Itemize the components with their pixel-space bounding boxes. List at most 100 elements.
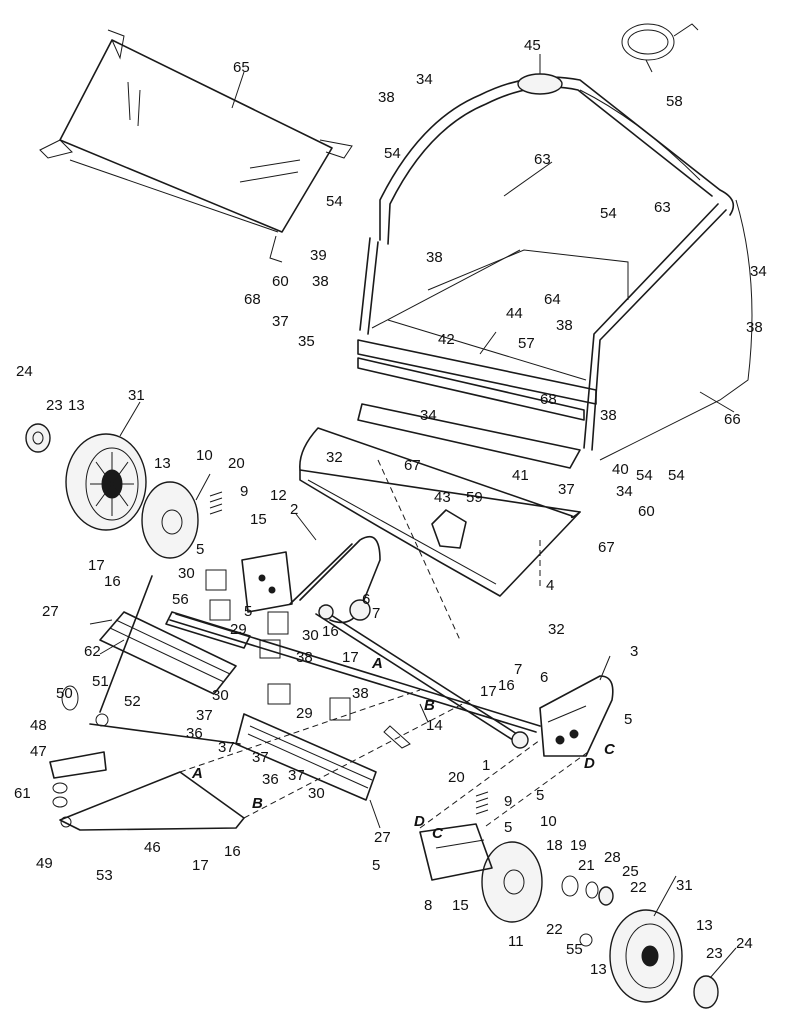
guide-plate-43	[431, 509, 467, 549]
label-17a: 17	[88, 557, 105, 574]
label-13d: 13	[696, 917, 713, 934]
label-68b: 68	[540, 391, 557, 408]
label-D2: D	[414, 813, 425, 830]
label-2: 2	[290, 501, 298, 518]
label-37a: 37	[272, 313, 289, 330]
label-1: 1	[482, 757, 490, 774]
catcher-bag-66	[579, 89, 753, 461]
label-37f: 37	[288, 767, 305, 784]
adjust-lever-47	[49, 685, 107, 808]
label-52: 52	[124, 693, 141, 710]
label-44: 44	[506, 305, 523, 322]
label-22b: 22	[546, 921, 563, 938]
label-16a: 16	[104, 573, 121, 590]
label-25: 25	[622, 863, 639, 880]
label-54c: 54	[600, 205, 617, 222]
label-7b: 7	[514, 661, 522, 678]
label-21: 21	[578, 857, 595, 874]
label-66: 66	[724, 411, 741, 428]
label-30d: 30	[308, 785, 325, 802]
label-14: 14	[426, 717, 443, 734]
label-45: 45	[524, 37, 541, 54]
label-38c: 38	[312, 273, 329, 290]
label-43: 43	[434, 489, 451, 506]
label-54b: 54	[326, 193, 343, 210]
label-C1: C	[604, 741, 616, 758]
label-5a: 5	[196, 541, 204, 558]
label-15b: 15	[452, 897, 469, 914]
label-54e: 54	[668, 467, 685, 484]
label-38g: 38	[296, 649, 313, 666]
label-24b: 24	[736, 935, 753, 952]
catcher-cover-65	[39, 29, 353, 263]
right-cap-24	[693, 975, 719, 1009]
label-37b: 37	[558, 481, 575, 498]
label-32b: 32	[548, 621, 565, 638]
assembly-lines	[179, 459, 589, 829]
label-10a: 10	[196, 447, 213, 464]
left-wheel-31	[65, 433, 147, 531]
label-5c: 5	[624, 711, 632, 728]
retainer-ring-58	[621, 23, 699, 61]
label-29b: 29	[296, 705, 313, 722]
deflector-shield-4	[299, 427, 581, 597]
spring-20-right	[475, 791, 489, 815]
label-16d: 16	[498, 677, 515, 694]
label-42: 42	[438, 331, 455, 348]
left-gear-hub-10	[141, 481, 199, 559]
label-37d: 37	[218, 739, 235, 756]
label-34a: 34	[416, 71, 433, 88]
label-56: 56	[172, 591, 189, 608]
label-40: 40	[612, 461, 629, 478]
label-38h: 38	[352, 685, 369, 702]
label-46: 46	[144, 839, 161, 856]
label-D1: D	[584, 755, 595, 772]
label-55: 55	[566, 941, 583, 958]
label-22a: 22	[630, 879, 647, 896]
label-27b: 27	[374, 829, 391, 846]
brush-holders	[205, 569, 351, 721]
label-39: 39	[310, 247, 327, 264]
part-labels: 65 45 58 34 38 54 63 54 38 39 38 60 68 3…	[14, 37, 767, 978]
label-38f: 38	[600, 407, 617, 424]
axle-1	[315, 604, 529, 749]
label-38a: 38	[378, 89, 395, 106]
left-cap-24	[25, 423, 51, 453]
label-60a: 60	[272, 273, 289, 290]
label-16c: 16	[224, 843, 241, 860]
label-37e: 37	[252, 749, 269, 766]
label-30a: 30	[178, 565, 195, 582]
label-20a: 20	[228, 455, 245, 472]
label-38e: 38	[746, 319, 763, 336]
label-12: 12	[270, 487, 287, 504]
label-19: 19	[570, 837, 587, 854]
side-plate-12	[241, 551, 293, 613]
label-36b: 36	[262, 771, 279, 788]
label-54d: 54	[636, 467, 653, 484]
label-9a: 9	[240, 483, 248, 500]
label-30b: 30	[302, 627, 319, 644]
label-B1: B	[424, 697, 435, 714]
label-35: 35	[298, 333, 315, 350]
label-41: 41	[512, 467, 529, 484]
right-hub-parts	[561, 875, 614, 947]
label-32a: 32	[326, 449, 343, 466]
label-38d: 38	[556, 317, 573, 334]
label-34b: 34	[750, 263, 767, 280]
label-A1: A	[371, 655, 383, 672]
label-16b: 16	[322, 623, 339, 640]
label-57: 57	[518, 335, 535, 352]
label-18: 18	[546, 837, 563, 854]
label-36a: 36	[186, 725, 203, 742]
label-10b: 10	[540, 813, 557, 830]
label-63b: 63	[654, 199, 671, 216]
label-29a: 29	[230, 621, 247, 638]
label-23a: 23	[46, 397, 63, 414]
side-plate-3	[539, 675, 614, 757]
label-9b: 9	[504, 793, 512, 810]
label-67a: 67	[404, 457, 421, 474]
label-34d: 34	[616, 483, 633, 500]
label-51: 51	[92, 673, 109, 690]
label-17d: 17	[480, 683, 497, 700]
label-30c: 30	[212, 687, 229, 704]
